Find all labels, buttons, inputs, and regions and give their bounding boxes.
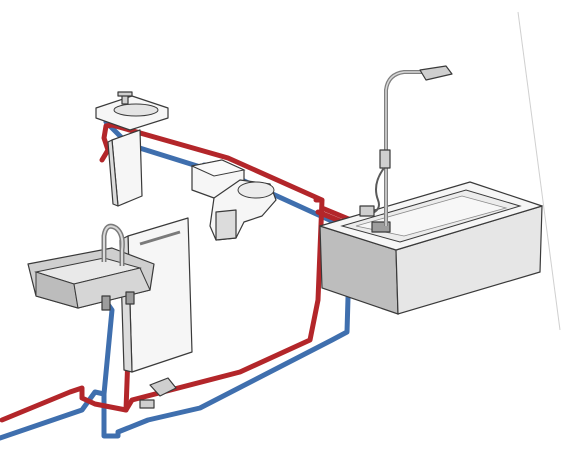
kitchen-sink <box>27 223 155 311</box>
shower-column <box>359 65 453 226</box>
floor-valves <box>139 377 177 409</box>
valve-icon <box>139 399 155 409</box>
sink-valve-icon <box>101 295 111 311</box>
shower-head-icon <box>419 65 453 81</box>
drain-icon <box>149 377 177 397</box>
hand-shower-icon <box>379 149 391 169</box>
shower-hose <box>369 167 385 215</box>
toilet <box>190 159 277 241</box>
washbasin <box>95 91 169 207</box>
bath-mixer-icon <box>371 221 391 233</box>
bathtub <box>319 181 543 315</box>
